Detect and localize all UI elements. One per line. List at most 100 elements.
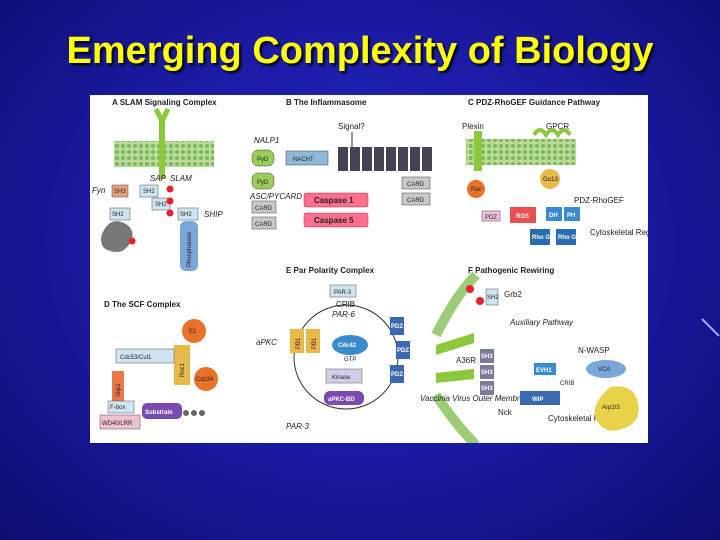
evh1-box bbox=[534, 363, 556, 375]
kinase-shape bbox=[101, 221, 133, 253]
dh-box bbox=[546, 207, 562, 221]
membrane-c bbox=[466, 139, 576, 165]
phospho-dot bbox=[166, 185, 174, 193]
label-kinase-e: Kinase bbox=[332, 375, 351, 381]
panel-d: D The SCF Complex E1 Roc1 Cdc53/Cul1 Cdc… bbox=[99, 300, 218, 430]
label-pdz-3: PDZ bbox=[391, 372, 403, 378]
label-cyto-c: Cytoskeletal Regulation bbox=[590, 228, 648, 237]
cdc34-shape bbox=[194, 367, 218, 391]
label-pb1-a: PB1 bbox=[296, 337, 302, 349]
pyd-1 bbox=[251, 149, 275, 167]
label-cul1: Cdc53/Cul1 bbox=[120, 355, 152, 361]
panel-e: E Par Polarity Complex PAR-3 CRIB PAR-6 … bbox=[256, 266, 410, 431]
pb1-a bbox=[290, 329, 304, 353]
nacht-box bbox=[285, 150, 329, 166]
label-pdz: PDZ bbox=[485, 215, 497, 221]
receptor-stalk bbox=[159, 119, 165, 179]
label-fbox: F-box bbox=[110, 405, 125, 411]
label-pdz-2: PDZ bbox=[397, 348, 409, 354]
panel-a-heading: A SLAM Signaling Complex bbox=[112, 98, 217, 107]
ubq-dot bbox=[199, 410, 205, 416]
panel-c-heading: C PDZ-RhoGEF Guidance Pathway bbox=[468, 98, 601, 107]
cdc42-shape bbox=[332, 335, 368, 355]
label-sh2-2: SH2 bbox=[155, 202, 167, 208]
label-pb1-b: PB1 bbox=[312, 337, 318, 349]
rho-gdp-box bbox=[530, 229, 550, 245]
label-wd40: WD40/LRR bbox=[102, 421, 133, 427]
slide-title: Emerging Complexity of Biology bbox=[66, 30, 654, 72]
label-arp: Arp2/3 bbox=[602, 405, 620, 411]
a36r-stalk bbox=[436, 333, 474, 355]
label-kinase-a: Kinase bbox=[106, 251, 126, 257]
label-plexin: Plexin bbox=[462, 122, 484, 131]
cul1-box bbox=[115, 348, 175, 364]
label-phosphatase: Phosphatase bbox=[187, 231, 193, 267]
phospho-dot bbox=[166, 209, 174, 217]
par3-top-box bbox=[329, 284, 357, 298]
label-pkcbd: aPKC-BD bbox=[328, 397, 355, 403]
label-dh: DH bbox=[549, 213, 558, 219]
label-apkc: aPKC bbox=[256, 338, 277, 347]
pdz-box-2 bbox=[396, 341, 410, 359]
label-caspase-5: Caspase 5 bbox=[314, 216, 354, 225]
label-card-4: CARD bbox=[255, 222, 273, 228]
card-box-3 bbox=[401, 192, 431, 206]
label-crib: CRIB bbox=[336, 300, 355, 309]
panel-d-heading: D The SCF Complex bbox=[104, 300, 181, 309]
sh2-box-1 bbox=[139, 184, 159, 198]
label-sh3-f1: SH3 bbox=[481, 354, 493, 360]
label-grb2: Grb2 bbox=[504, 290, 522, 299]
label-rho-gtp: Rho GTP bbox=[558, 235, 584, 241]
label-sh3-f2: SH3 bbox=[481, 370, 493, 376]
label-evh1: EVH1 bbox=[536, 368, 552, 374]
a36r-stalk bbox=[436, 369, 474, 383]
label-sh2-f: SH2 bbox=[487, 295, 499, 301]
fbox-box bbox=[107, 400, 135, 414]
label-pyd-2: PyD bbox=[257, 180, 269, 186]
label-rgs: RGS bbox=[516, 214, 529, 220]
label-par3-top: PAR-3 bbox=[334, 290, 352, 296]
label-card-3: CARD bbox=[407, 198, 425, 204]
substrate-shape bbox=[142, 403, 182, 419]
label-aux: Auxiliary Pathway bbox=[509, 318, 574, 327]
label-nacht: NACHT bbox=[293, 157, 314, 163]
label-pdz-rhogef: PDZ-RhoGEF bbox=[574, 196, 624, 205]
rho-gtp-box bbox=[556, 229, 576, 245]
label-vca: VCA bbox=[598, 367, 610, 373]
ph-box bbox=[564, 207, 580, 221]
sh2-box-f bbox=[485, 288, 499, 306]
wip-box bbox=[520, 391, 560, 405]
phospho-dot bbox=[476, 297, 484, 305]
label-cdc34: Cdc34 bbox=[196, 377, 214, 383]
sh3-box-f1 bbox=[480, 349, 494, 363]
label-par3-bottom: PAR-3 bbox=[286, 422, 310, 431]
label-ga13: Gα13 bbox=[543, 177, 558, 183]
card-box-1 bbox=[401, 176, 431, 190]
label-asc: ASC/PYCARD bbox=[249, 192, 302, 201]
label-gpcr: GPCR bbox=[546, 122, 569, 131]
label-sh3: SH3 bbox=[114, 189, 126, 195]
rgs-box bbox=[510, 207, 536, 223]
sh3-box-f3 bbox=[480, 381, 494, 395]
pdz-box-1 bbox=[390, 317, 404, 335]
sh3-box bbox=[111, 184, 129, 198]
label-caspase-1: Caspase 1 bbox=[314, 196, 354, 205]
panel-f-heading: F Pathogenic Rewiring bbox=[468, 266, 554, 275]
kinase-box-e bbox=[325, 368, 363, 384]
pdz-box-3 bbox=[390, 365, 404, 383]
pyd-2 bbox=[251, 172, 275, 190]
phospho-dot bbox=[466, 285, 474, 293]
label-e1: E1 bbox=[189, 329, 197, 335]
label-nalp1: NALP1 bbox=[254, 136, 279, 145]
wd40-box bbox=[99, 414, 141, 430]
label-a36r: A36R bbox=[456, 356, 476, 365]
card-box-4 bbox=[251, 216, 277, 230]
label-card-1: CARD bbox=[407, 182, 425, 188]
card-box-2 bbox=[251, 200, 277, 214]
caspase-5-box bbox=[303, 212, 369, 228]
sh2-box-3 bbox=[109, 207, 131, 221]
label-rac: Rac bbox=[471, 187, 482, 193]
label-sh3-f3: SH3 bbox=[481, 386, 493, 392]
roc1-box bbox=[174, 345, 190, 385]
skp1-box bbox=[112, 371, 124, 401]
